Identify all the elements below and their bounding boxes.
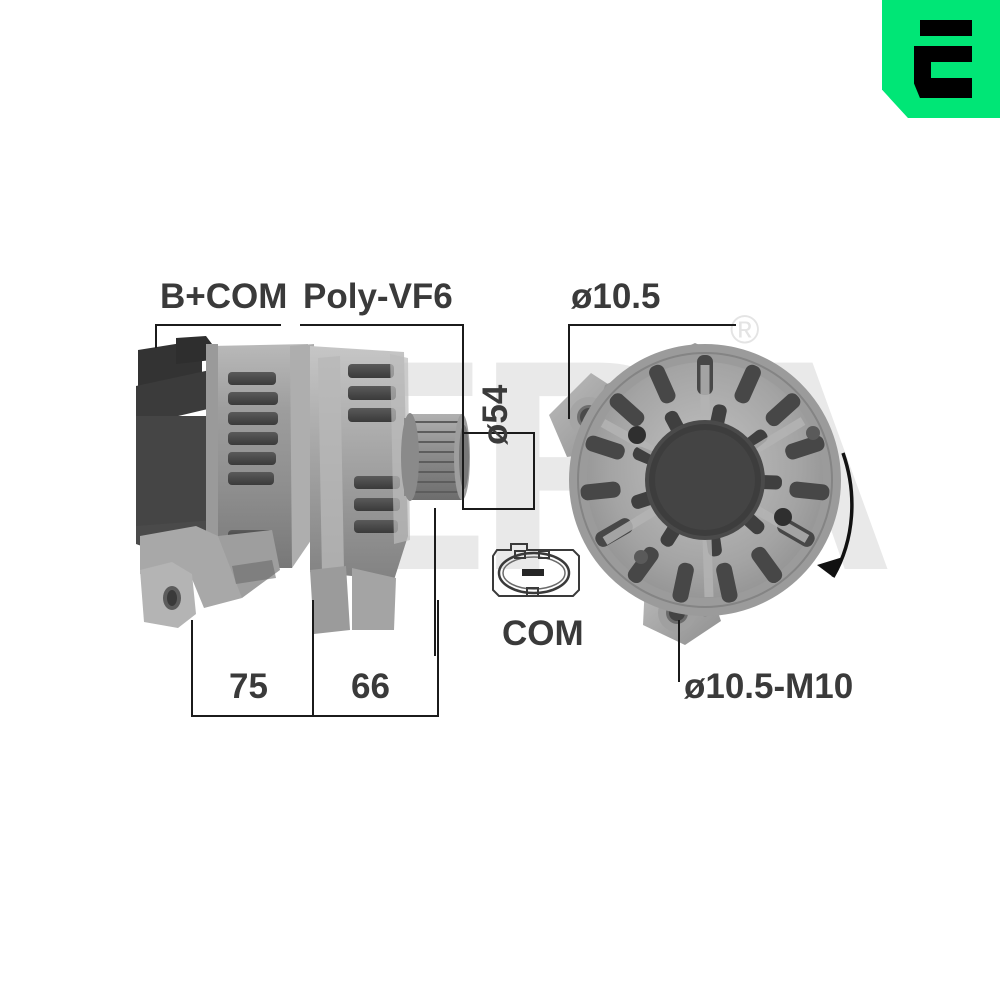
- pulley-type-label: Poly-VF6: [303, 277, 453, 316]
- pulley-leader-drop: [434, 508, 436, 656]
- bottom-mount-hole-label: ø10.5-M10: [684, 667, 854, 706]
- logo-letter-e-icon: [906, 20, 972, 98]
- pulley-diameter-bracket-top: [462, 432, 534, 434]
- terminal-label: B+COM: [160, 277, 288, 316]
- rotation-arrow-icon: [817, 452, 854, 578]
- pulley-leader-horizontal: [300, 324, 464, 326]
- dimension-extension-left: [191, 620, 193, 716]
- alternator-side-view: [132, 330, 472, 650]
- terminal-leader-vertical: [155, 324, 157, 348]
- pulley-diameter-bracket-right: [533, 432, 535, 510]
- top-mount-hole-label: ø10.5: [571, 277, 661, 316]
- dimension-extension-middle: [312, 600, 314, 716]
- bottom-hole-leader-vertical: [678, 620, 680, 682]
- top-hole-leader-horizontal: [568, 324, 736, 326]
- dimension-extension-right: [437, 600, 439, 716]
- dimension-75-label: 75: [229, 667, 268, 706]
- era-logo: [882, 0, 1000, 118]
- com-connector-label: COM: [502, 614, 584, 653]
- alternator-rear-view: [545, 325, 865, 650]
- pulley-diameter-label: ø54: [476, 384, 515, 445]
- pulley-diameter-bracket-bottom: [462, 508, 534, 510]
- dimension-66-label: 66: [351, 667, 390, 706]
- pulley-leader-vertical: [462, 324, 464, 432]
- dimension-chain-baseline: [191, 715, 439, 717]
- com-connector-detail: [489, 538, 584, 608]
- pulley-diameter-bracket-left: [462, 432, 464, 510]
- top-hole-leader-vertical: [568, 324, 570, 419]
- terminal-leader-horizontal: [155, 324, 281, 326]
